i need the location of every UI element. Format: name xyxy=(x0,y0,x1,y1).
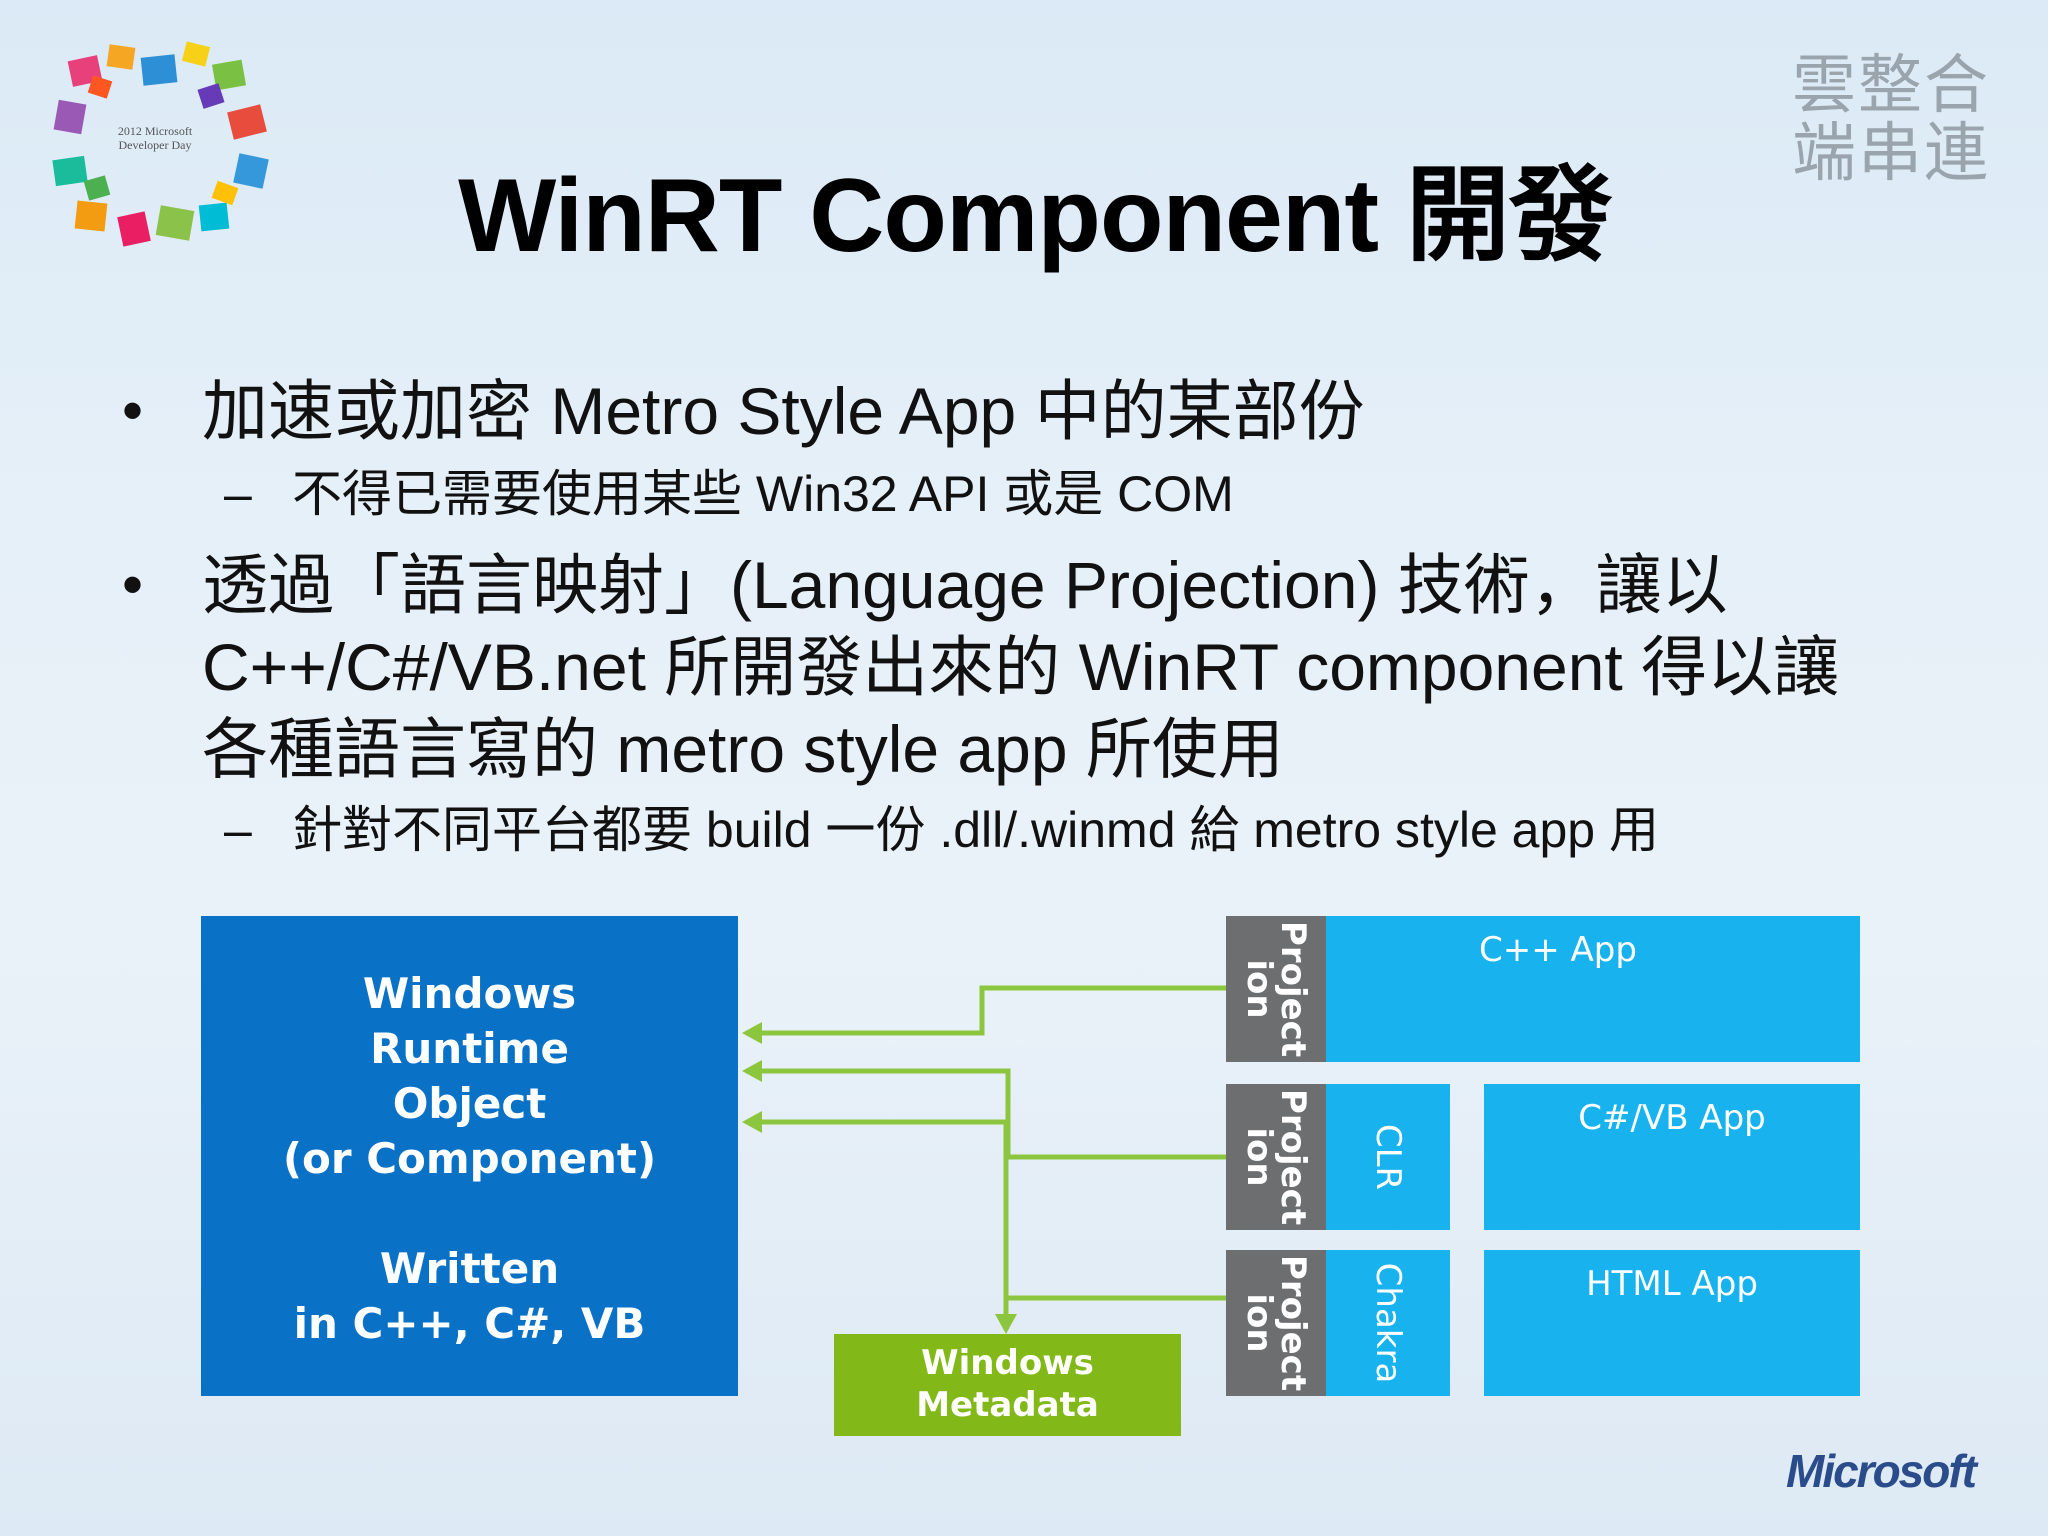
microsoft-logo: Microsoft xyxy=(1786,1444,1975,1498)
projection-bar-cpp: Project ion xyxy=(1226,916,1326,1062)
csvb-app-box: C#/VB App xyxy=(1484,1084,1860,1230)
cpp-app-box: C++ App xyxy=(1326,916,1860,1062)
clr-box: CLR xyxy=(1326,1084,1450,1230)
windows-metadata-box: Windows Metadata xyxy=(834,1334,1181,1436)
html-app-box: HTML App xyxy=(1484,1250,1860,1396)
projection-bar-clr: Project ion xyxy=(1226,1084,1326,1230)
projection-bar-chakra: Project ion xyxy=(1226,1250,1326,1396)
chakra-box: Chakra xyxy=(1326,1250,1450,1396)
